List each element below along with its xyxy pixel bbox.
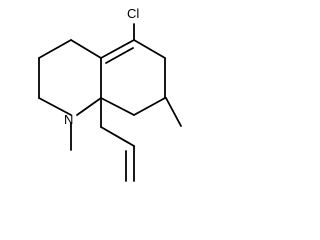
chlorine-label: Cl	[127, 6, 139, 21]
bond-c4a-c4	[70, 39, 102, 59]
molecule-diagram: Cl N	[38, 6, 182, 182]
bond-c5-c6	[133, 39, 166, 59]
bond-c2-n1	[38, 97, 72, 116]
bond-c7-c8	[133, 97, 166, 116]
bond-c4a-c5-double	[105, 47, 134, 64]
bond-n1-c8a	[76, 97, 102, 116]
skeletal-formula: Cl N	[38, 6, 182, 182]
bond-c4a-c5	[100, 39, 135, 59]
bond-c4-c3	[38, 39, 72, 59]
bond-allyl-c2	[100, 126, 135, 147]
bond-c7-methyl	[165, 97, 182, 127]
nitrogen-label: N	[64, 112, 73, 127]
bond-c8-c8a	[100, 97, 135, 116]
